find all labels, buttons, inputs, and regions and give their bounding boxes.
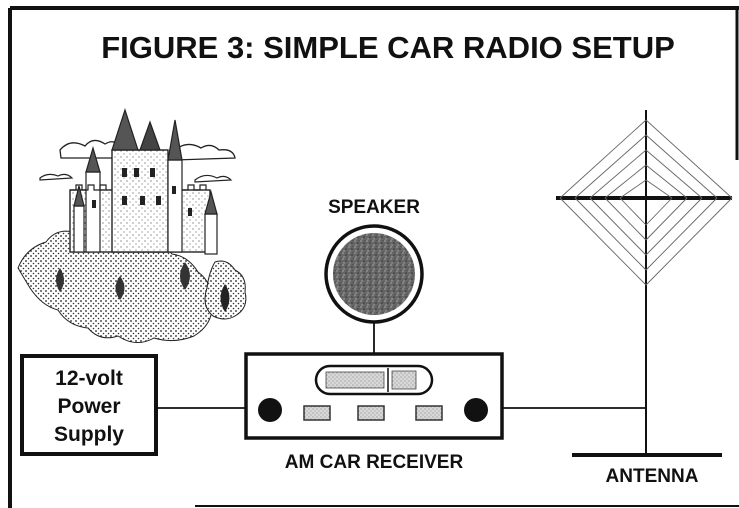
antenna-label: ANTENNA <box>606 466 699 487</box>
am-car-receiver: AM CAR RECEIVER <box>244 352 504 473</box>
antenna-lattice <box>559 119 733 286</box>
preset-button-1 <box>303 405 331 421</box>
figure-border <box>8 6 739 508</box>
preset-button-2 <box>357 405 385 421</box>
figure-title: FIGURE 3: SIMPLE CAR RADIO SETUP <box>101 30 675 65</box>
power-supply-line-2: Power <box>57 395 120 418</box>
preset-button-3 <box>415 405 443 421</box>
power-supply: 12-volt Power Supply <box>20 354 158 456</box>
speaker-cone <box>333 233 415 315</box>
power-supply-box <box>20 354 158 456</box>
castle-illustration <box>17 108 247 343</box>
power-supply-line-1: 12-volt <box>55 367 123 390</box>
power-supply-line-3: Supply <box>54 423 124 446</box>
speaker-label: SPEAKER <box>328 197 420 218</box>
receiver-label: AM CAR RECEIVER <box>285 452 464 473</box>
volume-knob <box>258 398 282 422</box>
frequency-scale <box>325 371 385 389</box>
tuning-knob <box>464 398 488 422</box>
antenna: ANTENNA <box>556 110 733 487</box>
tuning-indicator <box>391 370 417 390</box>
speaker: SPEAKER <box>324 197 424 354</box>
